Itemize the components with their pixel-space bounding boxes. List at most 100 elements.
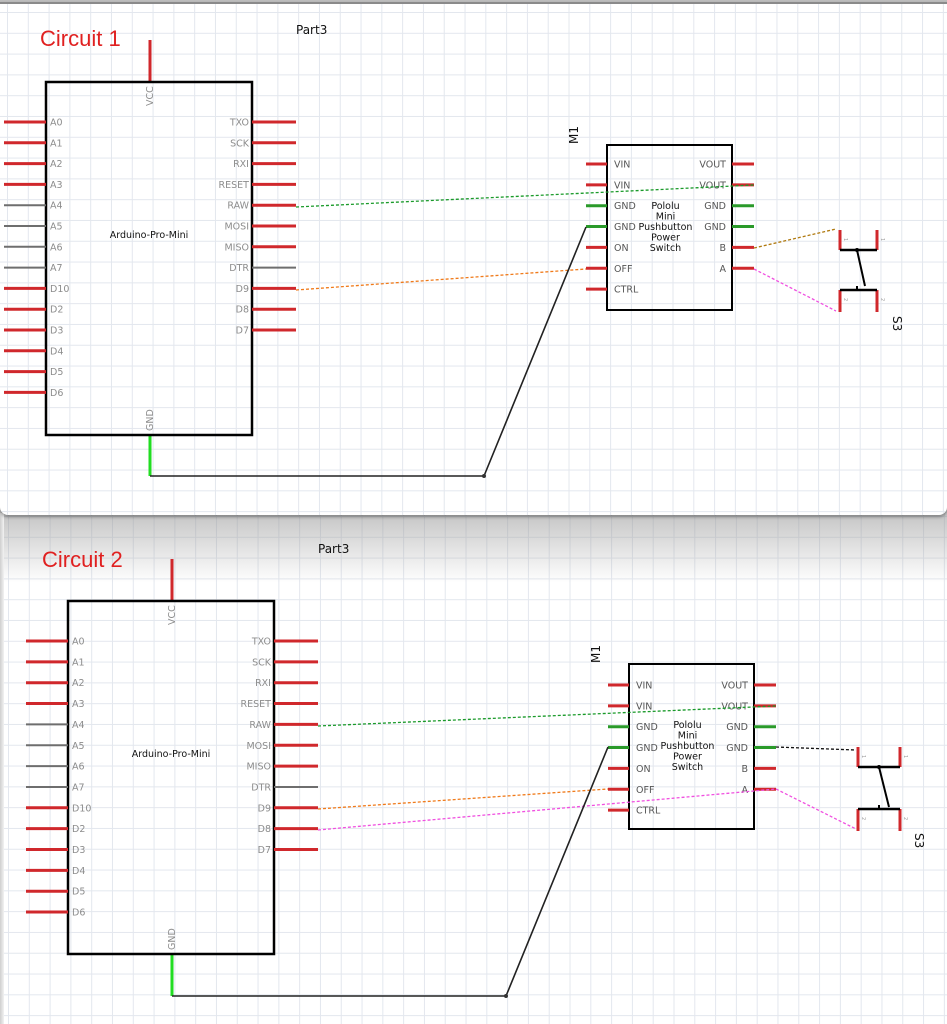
module-pin-label: GND	[636, 743, 658, 754]
module-pin-label: ON	[636, 764, 651, 775]
arduino-pin-label: A7	[72, 782, 85, 793]
arduino-pin-label: A4	[72, 720, 85, 731]
switch-pin-2-label: 2	[860, 817, 866, 820]
arduino-body[interactable]	[66, 599, 276, 956]
wire[interactable]	[295, 268, 587, 291]
module-name-line: Switch	[650, 243, 681, 254]
arduino-pin-label: MOSI	[246, 741, 271, 752]
arduino-pin-label: D7	[258, 845, 271, 856]
wire[interactable]	[317, 788, 609, 810]
module-name-line: Pololu	[673, 720, 701, 731]
arduino-pin-label: A6	[72, 762, 85, 773]
arduino-pin-label: TXO	[251, 637, 271, 648]
arduino-pin-label: D3	[72, 845, 85, 856]
arduino-pin-label: A7	[50, 263, 63, 274]
arduino-pin-label: A0	[72, 637, 85, 648]
arduino-name: Arduino-Pro-Mini	[110, 230, 189, 241]
module-pin-label: VIN	[614, 160, 630, 171]
arduino-pin-label: A3	[72, 699, 85, 710]
arduino-pin-label: A2	[72, 678, 85, 689]
module-name-line: Mini	[656, 212, 676, 223]
module-pin-label: A	[742, 785, 749, 796]
arduino-pin-label: A3	[50, 180, 63, 191]
arduino-pin-label: D6	[72, 908, 85, 919]
module-name-line: Pushbutton	[639, 222, 693, 233]
module-name-line: Power	[651, 233, 680, 244]
wire-junction	[482, 474, 486, 478]
wire[interactable]	[753, 268, 837, 312]
arduino-pin-label: A1	[72, 657, 85, 668]
module-pin-label: ON	[614, 243, 629, 254]
module-pin-label: VOUT	[699, 160, 726, 171]
module-name-line: Power	[673, 752, 702, 763]
switch-pivot	[877, 765, 881, 769]
arduino-pin-label: D5	[72, 887, 85, 898]
module-name-line: Switch	[672, 762, 703, 773]
module-name-line: Pushbutton	[661, 741, 715, 752]
switch-pin-2-label: 2	[842, 298, 848, 301]
arduino-body[interactable]	[44, 80, 254, 437]
module-pin-label: VOUT	[699, 180, 726, 191]
wire[interactable]	[172, 746, 609, 997]
module-pin-label: GND	[726, 722, 748, 733]
circuit-title: Circuit 1	[40, 26, 121, 51]
arduino-pin-label: D9	[236, 284, 249, 295]
arduino-pin-label: D8	[258, 824, 271, 835]
arduino-pin-label: D6	[50, 388, 63, 399]
arduino-pin-label: D9	[258, 803, 271, 814]
arduino-pin-label: RXI	[233, 159, 249, 170]
module-ref: M1	[567, 126, 581, 144]
arduino-pin-label: A2	[50, 159, 63, 170]
arduino-pin-label: A5	[50, 222, 63, 233]
vcc-label: VCC	[167, 605, 178, 625]
arduino-pin-label: RESET	[241, 699, 272, 710]
wire[interactable]	[775, 746, 857, 751]
module-pin-label: CTRL	[636, 806, 661, 817]
module-pin-label: GND	[614, 201, 636, 212]
module-pin-label: B	[741, 764, 748, 775]
arduino-pin-label: A6	[50, 242, 63, 253]
wire[interactable]	[150, 226, 587, 477]
switch-pin-1-label: 1	[842, 238, 848, 241]
circuit-title: Circuit 2	[42, 547, 123, 572]
arduino-pin-label: D10	[72, 803, 91, 814]
wire[interactable]	[753, 228, 837, 249]
switch-stroke[interactable]	[878, 766, 890, 808]
arduino-pin-label: RAW	[249, 720, 271, 731]
switch-pivot	[855, 248, 859, 252]
module-pin-label: CTRL	[614, 285, 639, 296]
arduino-pin-label: MISO	[224, 242, 249, 253]
module-pin-label: GND	[636, 722, 658, 733]
module-pin-label: VIN	[636, 681, 652, 692]
module-pin-label: VIN	[636, 701, 652, 712]
panel-left-edge	[0, 513, 4, 1024]
module-pin-label: B	[719, 243, 726, 254]
arduino-pin-label: D7	[236, 326, 249, 337]
gnd-label: GND	[145, 409, 156, 431]
wire[interactable]	[295, 184, 755, 208]
wire[interactable]	[317, 788, 777, 831]
switch-ref: S3	[890, 316, 904, 331]
arduino-pin-label: D10	[50, 284, 69, 295]
switch-pin-2-label: 2	[879, 298, 885, 301]
arduino-pin-label: DTR	[229, 263, 249, 274]
switch-stroke[interactable]	[856, 249, 866, 287]
arduino-pin-label: TXO	[229, 118, 249, 129]
wire-junction	[504, 994, 508, 998]
arduino-pin-label: MISO	[246, 762, 271, 773]
arduino-pin-label: RXI	[255, 678, 271, 689]
switch-pin-1-label: 1	[879, 238, 885, 241]
wire[interactable]	[317, 705, 777, 727]
arduino-pin-label: SCK	[230, 138, 250, 149]
arduino-pin-label: D8	[236, 305, 249, 316]
arduino-pin-label: MOSI	[224, 222, 249, 233]
wire[interactable]	[775, 788, 857, 830]
gnd-label: GND	[167, 928, 178, 950]
switch-ref: S3	[912, 833, 926, 848]
arduino-pin-label: RESET	[219, 180, 250, 191]
arduino-pin-label: A5	[72, 741, 85, 752]
